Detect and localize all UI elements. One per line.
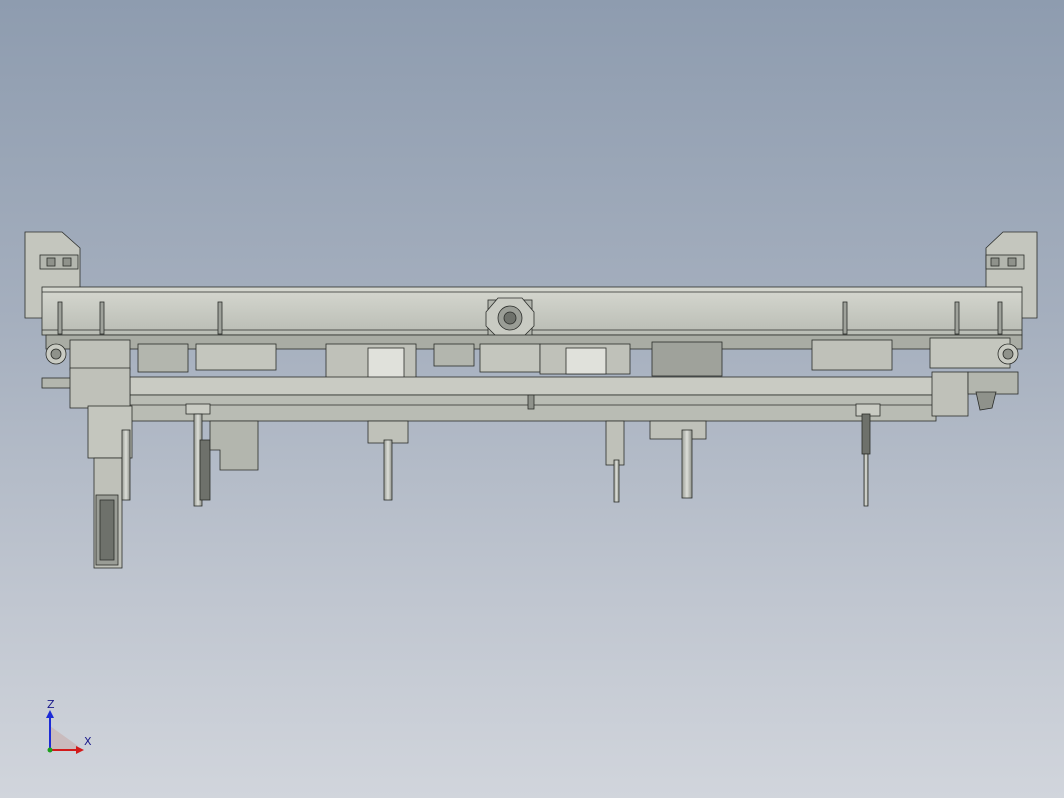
central-gearbox bbox=[485, 297, 535, 339]
x-axis-label: X bbox=[84, 735, 92, 748]
z-arrow-icon bbox=[46, 710, 54, 718]
left-end-bracket bbox=[24, 231, 81, 319]
x-arrow-icon bbox=[76, 746, 84, 754]
left-side-assembly bbox=[41, 367, 133, 569]
beam-posts bbox=[57, 301, 1003, 335]
coordinate-triad: Z X bbox=[46, 698, 92, 754]
z-axis-label: Z bbox=[47, 698, 55, 711]
right-side-assembly bbox=[931, 371, 1019, 417]
right-end-bracket bbox=[985, 231, 1038, 319]
origin-dot bbox=[47, 747, 53, 753]
under-beam-components bbox=[45, 334, 1023, 379]
hanging-clamps bbox=[185, 394, 881, 507]
